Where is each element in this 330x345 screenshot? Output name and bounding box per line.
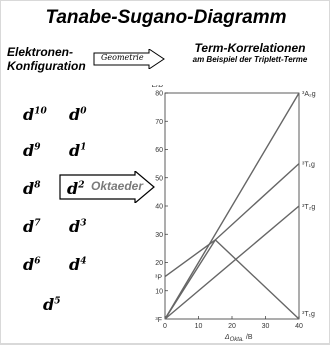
y-axis-label: E/B: [152, 85, 164, 89]
y-tick-label: 60: [155, 147, 163, 154]
y-tick-label: 20: [155, 260, 163, 267]
x-tick-label: 0: [163, 323, 167, 330]
config-d7: d7: [23, 217, 41, 236]
series-label-2: ³T₂g: [302, 204, 315, 211]
config-d8: d8: [23, 179, 41, 198]
config-d5: d5: [43, 295, 61, 314]
config-d0: d0: [69, 105, 87, 124]
y-tick-label: 70: [155, 119, 163, 126]
header-electron-configuration: Elektronen- Konfiguration: [7, 45, 86, 73]
series-line-3: [164, 238, 300, 320]
header-left-line2: Konfiguration: [7, 59, 86, 73]
series-line-2: [164, 205, 300, 320]
series-label-3: ³T₁g: [302, 311, 315, 318]
oktaeder-arrow-label: Oktaeder: [91, 179, 144, 193]
page-title: Tanabe-Sugano-Diagramm: [45, 7, 287, 28]
geometry-arrow-shape: [93, 48, 165, 70]
config-d9: d9: [23, 141, 41, 160]
y-tick-label: 40: [155, 204, 163, 211]
config-d2: d2: [67, 179, 85, 198]
header-term-correlations: Term-Korrelationen am Beispiel der Tripl…: [179, 41, 321, 65]
header-right-line1: Term-Korrelationen: [194, 41, 306, 55]
y-tick-label: 50: [155, 175, 163, 182]
x-tick-label: 10: [195, 323, 203, 330]
x-axis-label: ΔOkta. /B: [224, 334, 253, 341]
y-tick-label: 10: [155, 288, 163, 295]
geometry-arrow-label: Geometrie: [101, 53, 144, 62]
series-label-0: ³A₂g: [302, 91, 316, 98]
config-d3: d3: [69, 217, 87, 236]
x-tick-label: 40: [295, 323, 303, 330]
oktaeder-arrow: Oktaeder: [59, 169, 155, 207]
config-d10: d10: [23, 105, 47, 124]
chart-series: [164, 92, 300, 320]
series-line-1: [164, 163, 300, 320]
config-d6: d6: [23, 255, 41, 274]
y-tick-label: 80: [155, 91, 163, 98]
geometry-arrow: Geometrie: [93, 48, 165, 73]
series-line-0: [164, 92, 300, 320]
x-tick-label: 20: [228, 323, 236, 330]
x-tick-label: 30: [262, 323, 270, 330]
tanabe-sugano-chart: 10 20 30 40 50 60 70 80 0 10 20 30 40 E/B ΔOkta. /B ³A₂…: [152, 85, 316, 341]
term-label-left-0: ³P: [155, 275, 162, 282]
oktaeder-arrow-shape: [59, 169, 155, 205]
term-label-left-1: ³F: [155, 317, 162, 324]
header-right-line2: am Beispiel der Triplett-Terme: [192, 55, 308, 64]
config-d4: d4: [69, 255, 87, 274]
chart-labels: 10 20 30 40 50 60 70 80 0 10 20 30 40 E/B ΔOkta. /B ³A₂…: [152, 85, 316, 341]
config-d1: d1: [69, 141, 87, 160]
y-tick-label: 30: [155, 232, 163, 239]
series-label-1: ³T₁g: [302, 162, 315, 169]
header-left-line1: Elektronen-: [7, 45, 74, 59]
